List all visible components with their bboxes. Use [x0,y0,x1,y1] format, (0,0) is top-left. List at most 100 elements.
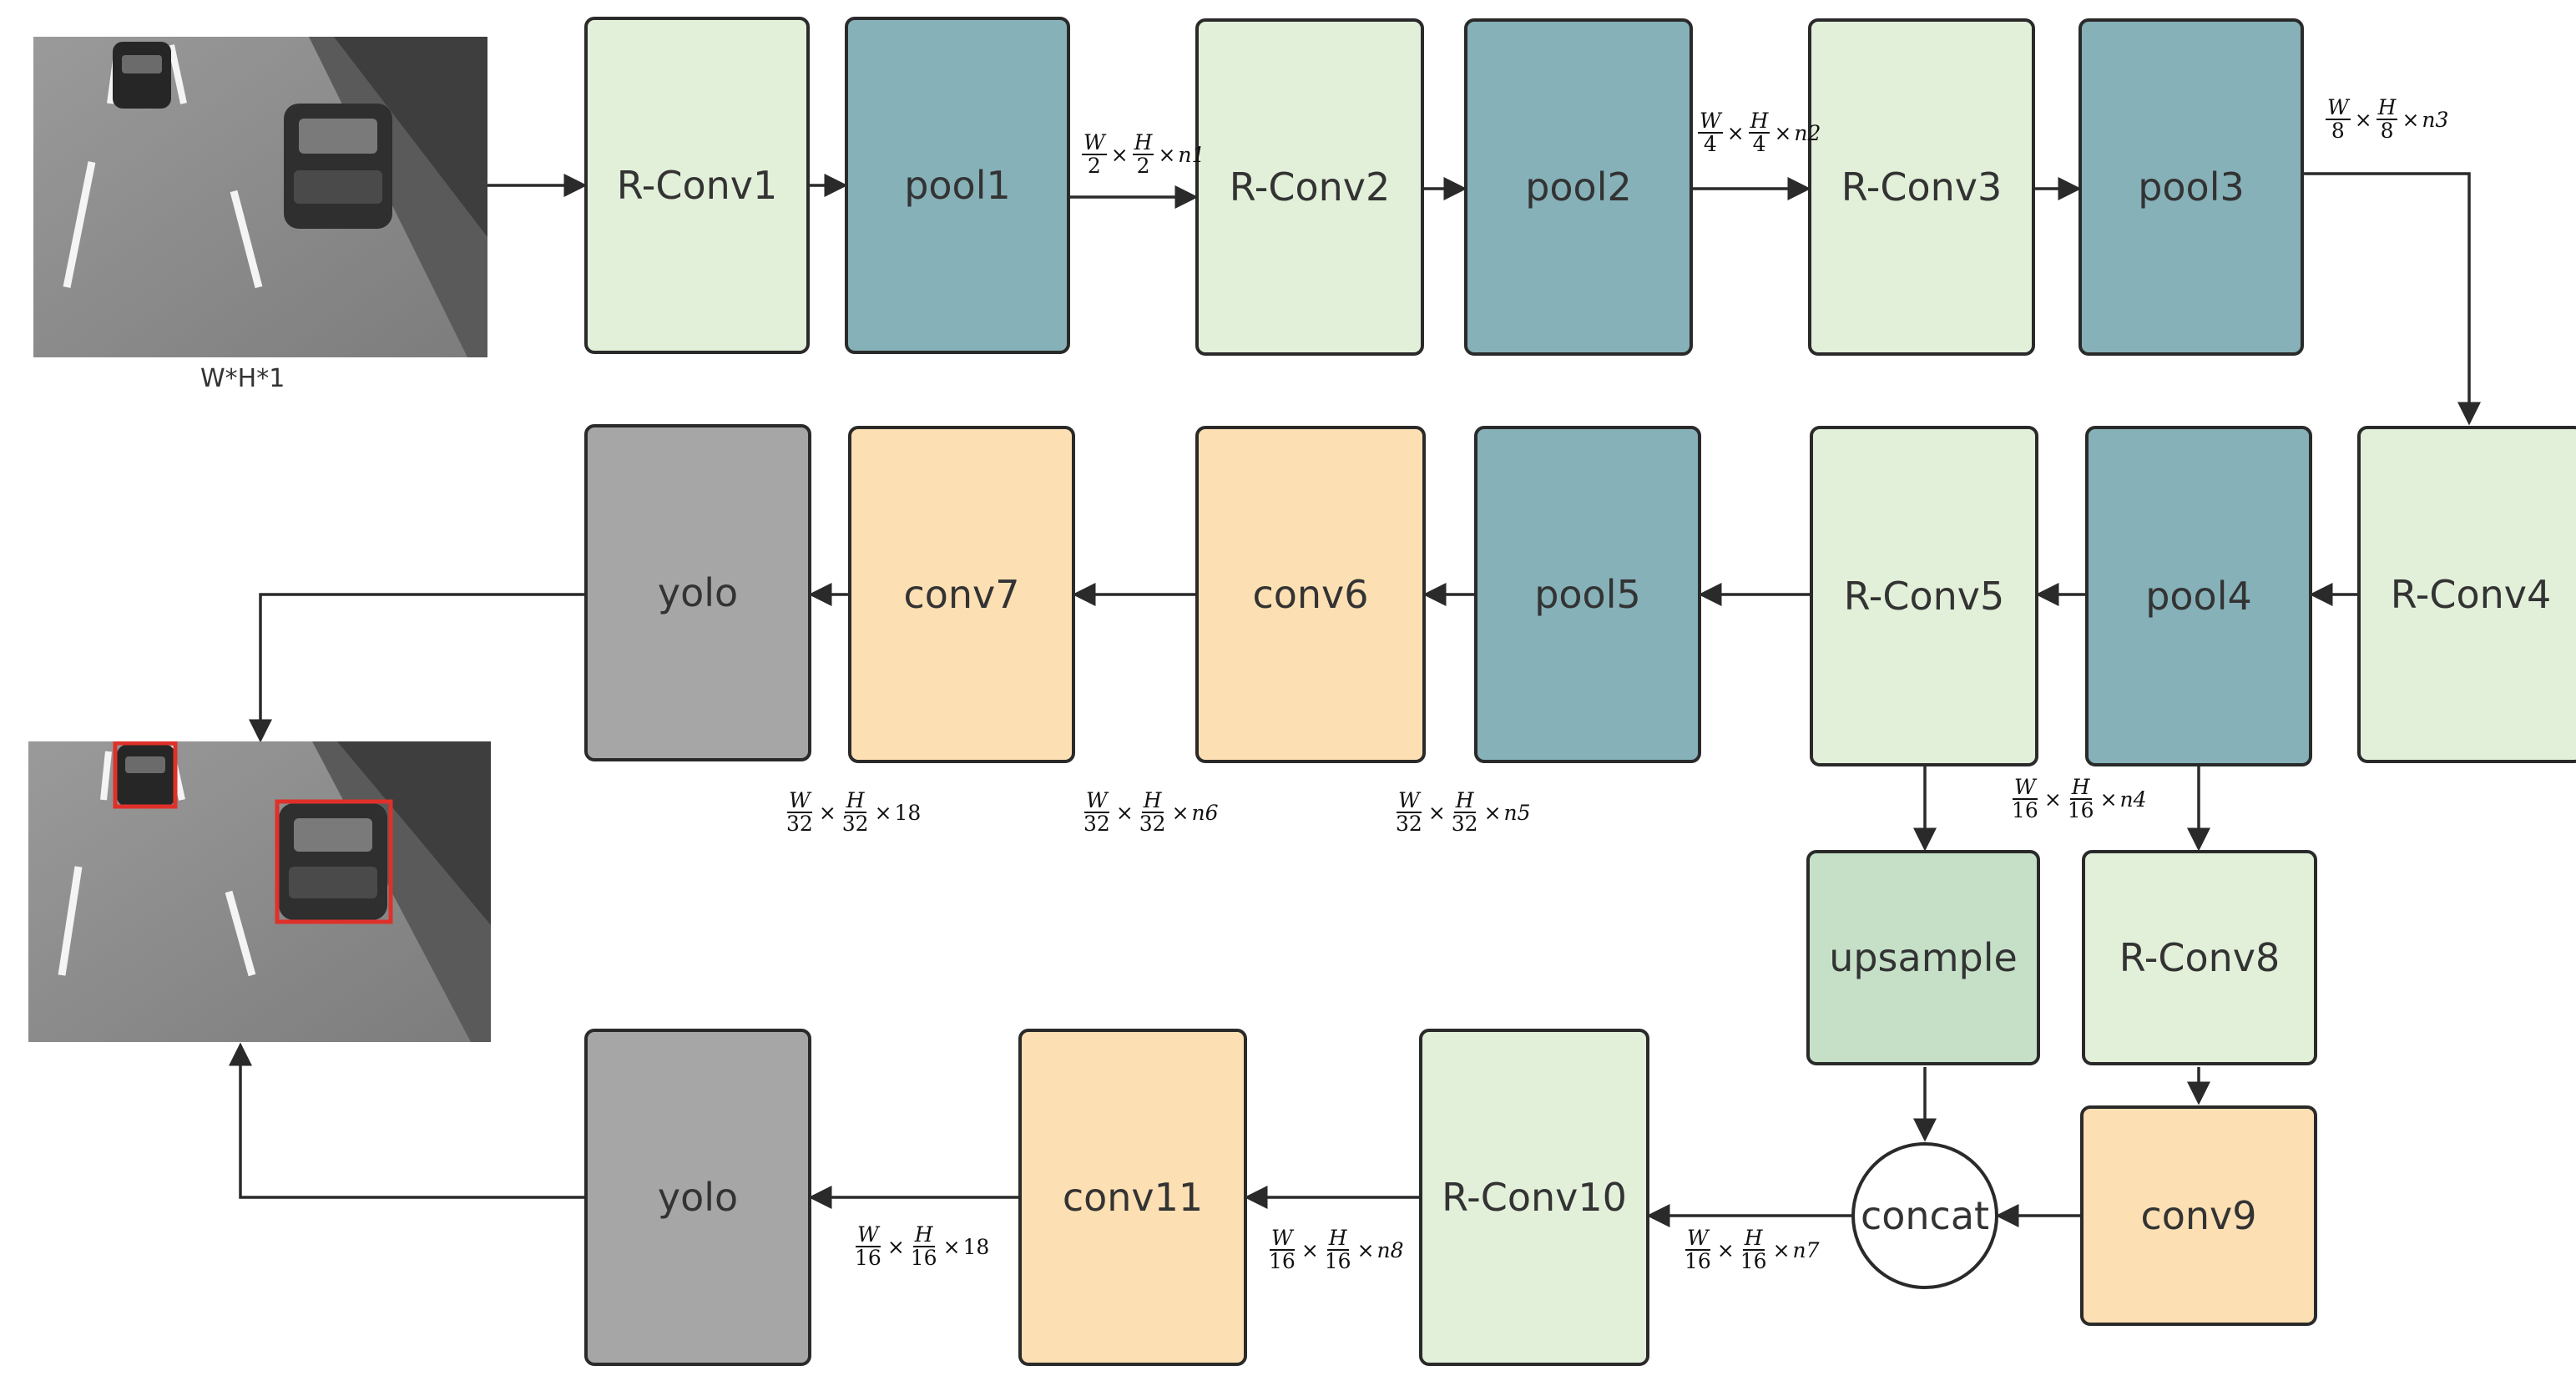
width-denominator: 32 [1083,812,1110,837]
detection-box-small [113,741,178,809]
height-denominator: 16 [2067,798,2094,823]
node-pool3: pool3 [2078,18,2304,356]
node-rconv2: R-Conv2 [1195,18,1424,356]
times-sign: × [1726,120,1745,145]
node-upsample: upsample [1806,850,2040,1065]
node-rconv3: R-Conv3 [1808,18,2035,356]
times-sign: × [1115,800,1134,825]
height-denominator: 8 [2380,119,2394,144]
width-numerator: W [1698,109,1723,134]
channel-count: n7 [1792,1237,1820,1262]
height-numerator: H [2069,775,2092,801]
width-numerator: W [787,788,812,814]
channel-count: 18 [962,1234,990,1259]
height-denominator: 2 [1136,154,1150,179]
arrow-pool3-rconv4 [2304,172,2481,426]
node-rconv10: R-Conv10 [1419,1029,1649,1366]
height-numerator: H [1132,130,1154,156]
height-numerator: H [912,1222,935,1248]
node-pool2: pool2 [1464,18,1693,356]
width-denominator: 4 [1703,132,1717,157]
times-sign: × [1158,142,1176,167]
width-denominator: 16 [855,1246,881,1271]
times-sign: × [1427,800,1446,825]
height-numerator: H [2376,95,2398,121]
channel-count: n2 [1794,120,1821,145]
node-rconv8: R-Conv8 [2082,850,2317,1065]
input-caption: W*H*1 [200,364,285,393]
height-denominator: 32 [1139,812,1166,837]
channel-count: n4 [2119,787,2147,812]
width-numerator: W [1270,1226,1295,1252]
times-sign: × [886,1234,905,1259]
times-sign: × [1356,1237,1375,1262]
width-denominator: 16 [1685,1249,1711,1274]
input-image [33,37,487,357]
times-sign: × [1774,120,1792,145]
height-denominator: 16 [1740,1249,1767,1274]
channel-count: n8 [1376,1237,1404,1262]
height-numerator: H [1742,1226,1765,1252]
height-numerator: H [1141,788,1164,814]
width-denominator: 16 [2012,798,2038,823]
width-numerator: W [856,1222,881,1248]
width-denominator: 2 [1087,154,1101,179]
channel-count: n1 [1178,142,1205,167]
channel-count: n3 [2422,107,2449,132]
node-rconv1: R-Conv1 [584,17,810,354]
channel-count: n6 [1191,800,1219,825]
times-sign: × [2099,787,2118,812]
width-numerator: W [1397,788,1422,814]
node-pool4: pool4 [2085,426,2312,766]
node-yolo1: yolo [584,424,811,761]
times-sign: × [1716,1237,1735,1262]
times-sign: × [2402,107,2420,132]
times-sign: × [1301,1237,1319,1262]
times-sign: × [2354,107,2372,132]
width-numerator: W [2013,775,2038,801]
times-sign: × [1110,142,1129,167]
detection-box-large [275,799,393,924]
times-sign: × [1171,800,1190,825]
times-sign: × [1483,800,1502,825]
height-numerator: H [1453,788,1476,814]
node-rconv5: R-Conv5 [1810,426,2038,766]
times-sign: × [942,1234,961,1259]
width-denominator: 8 [2331,119,2345,144]
height-denominator: 32 [1451,812,1478,837]
node-conv11: conv11 [1018,1029,1247,1366]
output-image [28,741,491,1042]
width-numerator: W [2326,95,2351,121]
node-pool1: pool1 [845,17,1070,354]
times-sign: × [1772,1237,1791,1262]
node-rconv4: R-Conv4 [2357,426,2576,763]
width-numerator: W [1084,788,1109,814]
